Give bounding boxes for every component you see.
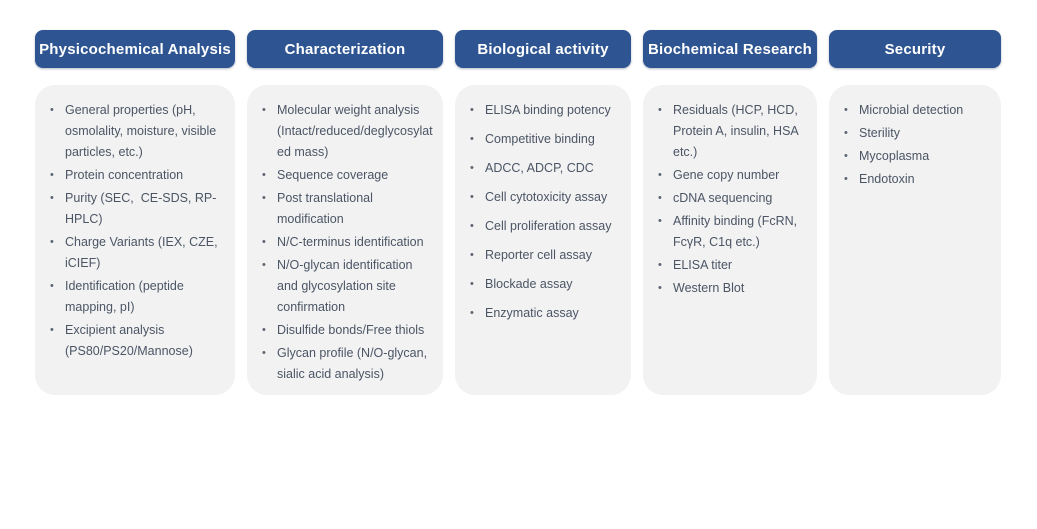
list-item: Western Blot xyxy=(643,278,809,299)
list-item: Enzymatic assay xyxy=(455,303,623,324)
panel-security: Microbial detectionSterilityMycoplasmaEn… xyxy=(829,85,1001,395)
panel-biological-activity: ELISA binding potencyCompetitive binding… xyxy=(455,85,631,395)
analysis-categories-diagram: Physicochemical Analysis General propert… xyxy=(35,30,1002,395)
list-item: ADCC, ADCP, CDC xyxy=(455,158,623,179)
item-list: Residuals (HCP, HCD, Protein A, insulin,… xyxy=(643,100,809,299)
list-item: Affinity binding (FcRN, FcγR, C1q etc.) xyxy=(643,211,809,253)
list-item: General properties (pH, osmolality, mois… xyxy=(35,100,227,163)
list-item: Competitive binding xyxy=(455,129,623,150)
panel-physicochemical-analysis: General properties (pH, osmolality, mois… xyxy=(35,85,235,395)
list-item: Glycan profile (N/O-glycan, sialic acid … xyxy=(247,343,435,385)
list-item: Cell proliferation assay xyxy=(455,216,623,237)
list-item: Gene copy number xyxy=(643,165,809,186)
list-item: N/C-terminus identification xyxy=(247,232,435,253)
list-item: Disulfide bonds/Free thiols xyxy=(247,320,435,341)
list-item: Charge Variants (IEX, CZE, iCIEF) xyxy=(35,232,227,274)
column-header-biological-activity: Biological activity xyxy=(455,30,631,68)
column-header-physicochemical-analysis: Physicochemical Analysis xyxy=(35,30,235,68)
panel-biochemical-research: Residuals (HCP, HCD, Protein A, insulin,… xyxy=(643,85,817,395)
column-biological-activity: Biological activity ELISA binding potenc… xyxy=(455,30,631,395)
list-item: cDNA sequencing xyxy=(643,188,809,209)
item-list: Microbial detectionSterilityMycoplasmaEn… xyxy=(829,100,993,190)
list-item: Molecular weight analysis (Intact/reduce… xyxy=(247,100,435,163)
item-list: General properties (pH, osmolality, mois… xyxy=(35,100,227,362)
column-biochemical-research: Biochemical Research Residuals (HCP, HCD… xyxy=(643,30,817,395)
list-item: Purity (SEC, CE-SDS, RP-HPLC) xyxy=(35,188,227,230)
item-list: Molecular weight analysis (Intact/reduce… xyxy=(247,100,435,385)
column-header-characterization: Characterization xyxy=(247,30,443,68)
panel-characterization: Molecular weight analysis (Intact/reduce… xyxy=(247,85,443,395)
list-item: ELISA titer xyxy=(643,255,809,276)
column-header-security: Security xyxy=(829,30,1001,68)
list-item: Reporter cell assay xyxy=(455,245,623,266)
column-security: Security Microbial detectionSterilityMyc… xyxy=(829,30,1001,395)
list-item: Mycoplasma xyxy=(829,146,993,167)
list-item: Identification (peptide mapping, pI) xyxy=(35,276,227,318)
list-item: Sterility xyxy=(829,123,993,144)
list-item: Protein concentration xyxy=(35,165,227,186)
column-physicochemical-analysis: Physicochemical Analysis General propert… xyxy=(35,30,235,395)
list-item: Residuals (HCP, HCD, Protein A, insulin,… xyxy=(643,100,809,163)
list-item: Cell cytotoxicity assay xyxy=(455,187,623,208)
list-item: Sequence coverage xyxy=(247,165,435,186)
list-item: Endotoxin xyxy=(829,169,993,190)
list-item: ELISA binding potency xyxy=(455,100,623,121)
column-header-biochemical-research: Biochemical Research xyxy=(643,30,817,68)
list-item: Blockade assay xyxy=(455,274,623,295)
column-characterization: Characterization Molecular weight analys… xyxy=(247,30,443,395)
list-item: Post translational modification xyxy=(247,188,435,230)
list-item: Excipient analysis (PS80/PS20/Mannose) xyxy=(35,320,227,362)
list-item: N/O-glycan identification and glycosylat… xyxy=(247,255,435,318)
item-list: ELISA binding potencyCompetitive binding… xyxy=(455,100,623,324)
list-item: Microbial detection xyxy=(829,100,993,121)
